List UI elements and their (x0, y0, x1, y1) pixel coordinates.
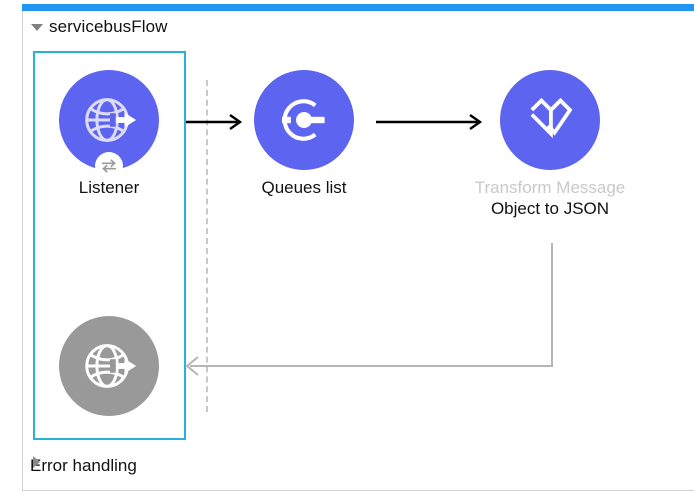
connector-transform-return (180, 243, 570, 378)
listener-exchange-badge (95, 152, 123, 180)
node-queues-list-label: Queues list (261, 178, 347, 197)
flow-header[interactable]: servicebusFlow (30, 16, 168, 38)
node-error-source[interactable] (29, 316, 189, 416)
source-selection-box[interactable] (33, 51, 186, 440)
transform-v-icon (530, 97, 573, 139)
flow-title: servicebusFlow (49, 17, 168, 36)
node-transform-message-labels: Transform Message Object to JSON (470, 178, 630, 219)
node-listener-labels: Listener (29, 178, 189, 199)
node-transform-message-label: Transform Message (474, 178, 626, 197)
window-accent-bar (22, 4, 694, 11)
node-transform-message[interactable]: Transform Message Object to JSON (470, 70, 630, 219)
triangle-down-icon[interactable] (30, 20, 44, 34)
node-queues-list[interactable]: Queues list (224, 70, 384, 199)
node-transform-message-sublabel: Object to JSON (490, 198, 610, 218)
node-transform-message-circle[interactable] (500, 70, 600, 170)
node-listener-circle[interactable] (59, 70, 159, 180)
node-queues-list-labels: Queues list (224, 178, 384, 199)
globe-arrow-icon (85, 344, 137, 388)
connector-c-icon (281, 99, 325, 141)
node-listener-label: Listener (78, 178, 140, 197)
node-error-source-circle[interactable] (59, 316, 159, 416)
source-process-divider (206, 80, 208, 412)
exchange-arrows-icon (101, 159, 117, 173)
error-handling-title: Error handling (30, 456, 137, 475)
error-handling-header[interactable]: Error handling (30, 455, 137, 477)
node-queues-list-circle[interactable] (254, 70, 354, 170)
connector-listener-to-queues (186, 112, 248, 132)
connector-queues-to-transform (376, 112, 488, 132)
node-listener[interactable]: Listener (29, 70, 189, 199)
globe-arrow-icon (85, 98, 137, 142)
